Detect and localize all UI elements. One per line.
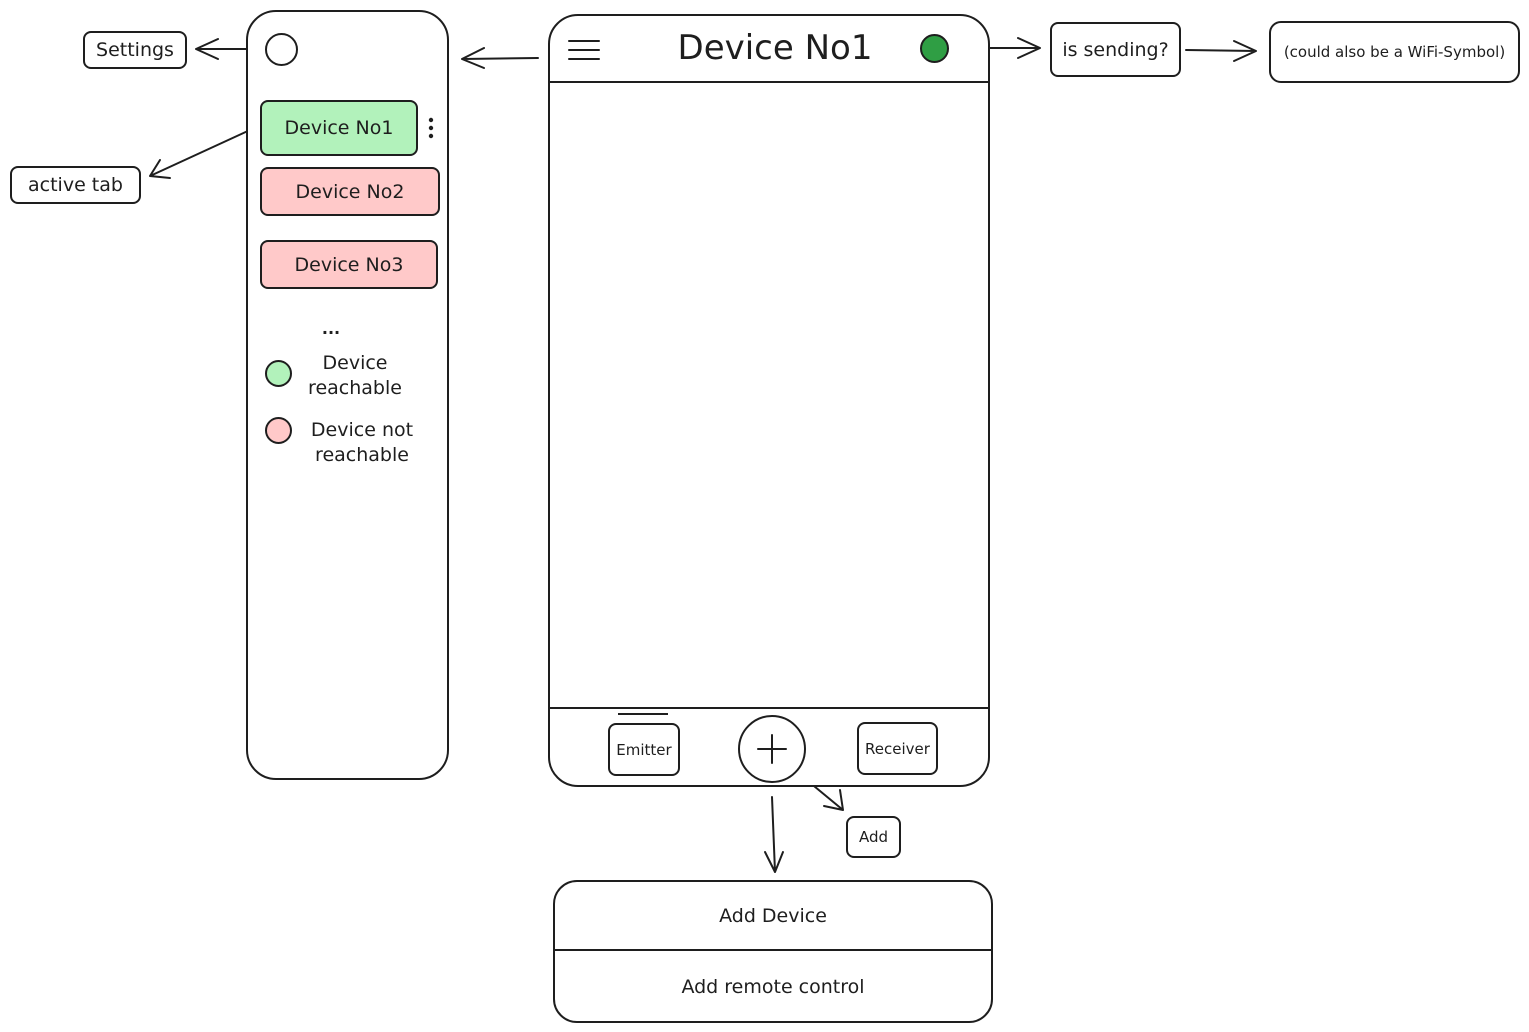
arrow-sidebar [461,47,539,69]
is-sending-annotation: is sending? [1050,22,1181,77]
arrow-active-tab [149,129,251,179]
status-dot-icon [920,34,949,63]
settings-annotation: Settings [83,31,187,69]
add-remote-control-label: Add remote control [681,976,865,998]
settings-annotation-label: Settings [96,39,174,61]
sidebar-item-device-no2[interactable]: Device No2 [260,167,440,216]
add-annotation: Add [846,816,901,858]
sidebar-item-device-no1[interactable]: Device No1 [260,100,418,156]
hamburger-menu-icon[interactable] [568,38,600,62]
more-devices-ellipsis: ... [310,318,352,338]
emitter-active-indicator [618,713,668,715]
is-sending-label: is sending? [1062,38,1169,61]
plus-icon [757,734,787,764]
sidebar-item-label: Device No1 [284,117,394,139]
legend-not-reachable-dot [265,417,292,444]
add-remote-control-menu-item[interactable]: Add remote control [555,953,991,1021]
wifi-note-annotation: (could also be a WiFi-Symbol) [1269,21,1520,83]
add-menu-sheet [553,880,993,1023]
vertical-dots-icon[interactable] [427,117,435,139]
add-device-label: Add Device [719,905,827,927]
active-tab-annotation: active tab [10,166,141,204]
settings-circle-icon[interactable] [265,33,298,66]
receiver-button[interactable]: Receiver [857,722,938,775]
arrow-add-menu [764,796,784,873]
receiver-label: Receiver [865,739,930,758]
main-screen [548,14,990,787]
legend-not-reachable-label: Device not reachable [310,419,414,466]
add-annotation-label: Add [858,828,889,846]
add-device-menu-item[interactable]: Add Device [555,882,991,950]
add-button[interactable] [738,715,806,783]
arrow-wifi-note [1185,40,1257,62]
emitter-label: Emitter [616,740,672,759]
header-divider [548,81,990,83]
wifi-note-label: (could also be a WiFi-Symbol) [1283,43,1506,61]
sidebar-item-label: Device No3 [294,253,404,276]
active-tab-annotation-label: active tab [28,174,123,196]
more-devices-label: ... [321,318,341,338]
sidebar-item-device-no3[interactable]: Device No3 [260,240,438,289]
legend-reachable-dot [265,360,292,387]
page-title: Device No1 [640,22,910,74]
legend-reachable-label: Device reachable [308,352,402,399]
page-title-label: Device No1 [677,28,873,68]
sidebar-item-label: Device No2 [295,180,405,203]
bottom-nav-divider [548,707,990,709]
emitter-button[interactable]: Emitter [608,723,680,776]
legend-reachable-text: Device reachable [300,350,410,402]
add-menu-divider [553,949,993,951]
legend-not-reachable-text: Device not reachable [300,417,424,469]
